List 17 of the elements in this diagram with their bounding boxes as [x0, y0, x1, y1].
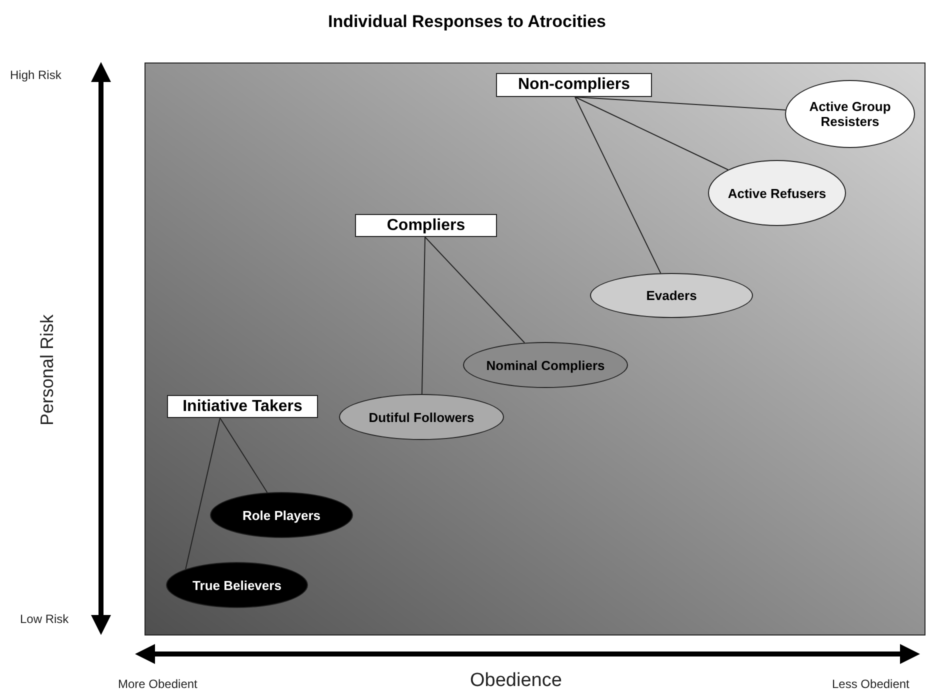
- axis-label: More Obedient: [118, 677, 198, 691]
- axis-label: High Risk: [10, 68, 62, 82]
- chart-title: Individual Responses to Atrocities: [326, 12, 608, 32]
- axis-title: Obedience: [470, 670, 562, 692]
- axis-label: Low Risk: [20, 612, 69, 626]
- axis-label: Less Obedient: [832, 677, 910, 691]
- category-box: Non-compliers: [496, 73, 652, 97]
- connector-line: [574, 96, 786, 110]
- connector-line: [424, 236, 526, 344]
- connector-line: [574, 96, 729, 170]
- connector-line: [421, 236, 426, 394]
- connector-line: [574, 96, 662, 274]
- category-box: Initiative Takers: [167, 395, 318, 418]
- connector-line: [185, 418, 220, 570]
- connector-line: [220, 418, 268, 493]
- category-box: Compliers: [355, 214, 497, 237]
- axis-title: Personal Risk: [37, 314, 58, 426]
